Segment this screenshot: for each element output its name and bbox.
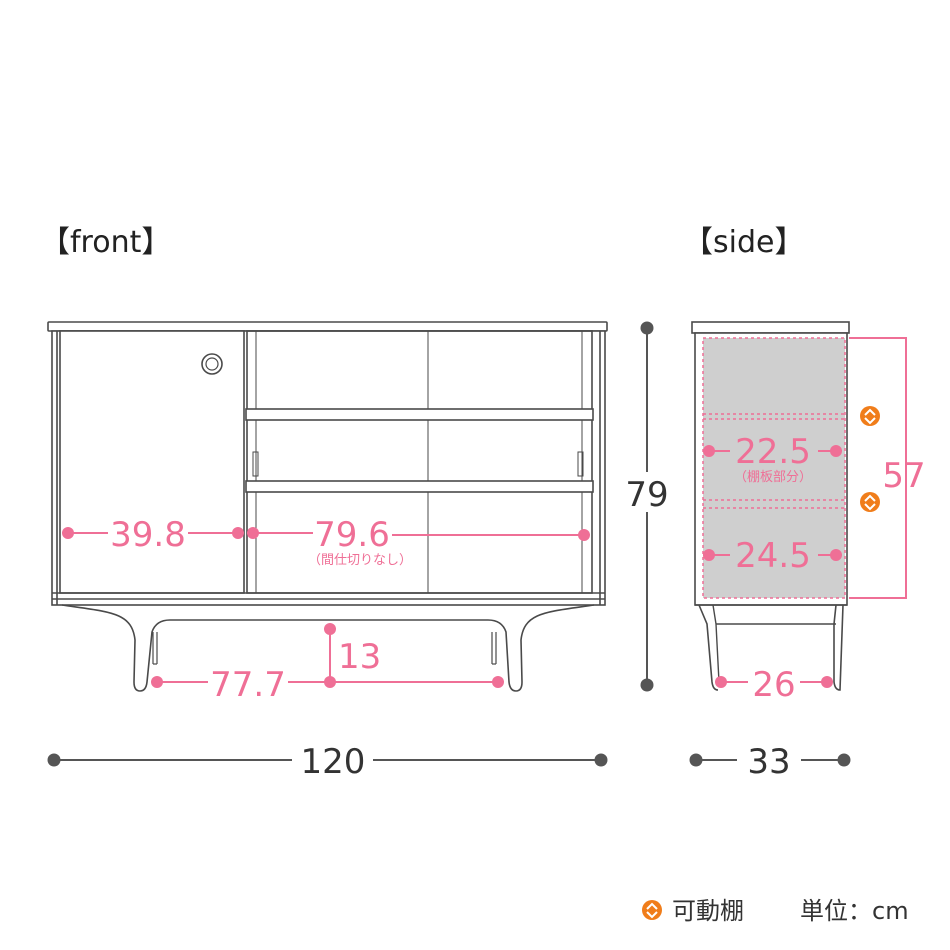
door-knob-icon (201, 353, 223, 375)
overall-depth-dimension: 33 (689, 742, 851, 782)
leg-span-value: 77.7 (210, 665, 286, 705)
door-width-value: 39.8 (110, 515, 186, 555)
shelf-height-dimension: 22.5 （棚板部分） (703, 432, 842, 485)
overall-width-dimension: 120 (47, 742, 608, 782)
open-width-value: 79.6 (314, 515, 390, 555)
leg-depth-value: 26 (752, 665, 795, 705)
movable-shelf-marker-upper-icon (860, 406, 880, 426)
shelf-height-note: （棚板部分） (734, 470, 812, 485)
side-height-value: 57 (882, 456, 925, 496)
legend-movable-shelf-icon (642, 900, 662, 920)
front-heading: 【front】 (40, 225, 171, 260)
front-cabinet (47, 321, 608, 692)
overall-height-value: 79 (625, 475, 668, 515)
legend-movable-shelf-label: 可動棚 (672, 897, 744, 925)
overall-depth-value: 33 (747, 742, 790, 782)
shelf-height-value: 22.5 (735, 432, 811, 472)
leg-depth-dimension: 26 (715, 665, 833, 705)
open-width-note: （間仕切りなし） (308, 553, 412, 568)
leg-span-dimension: 77.7 (151, 665, 504, 705)
leg-height-dimension: 13 (324, 623, 381, 682)
door-width-dimension: 39.8 (62, 515, 244, 555)
lower-height-value: 24.5 (735, 536, 811, 576)
movable-shelf-marker-lower-icon (860, 492, 880, 512)
lower-height-dimension: 24.5 (703, 536, 842, 576)
side-heading: 【side】 (683, 225, 804, 260)
side-height-dimension: 57 (849, 337, 926, 599)
leg-height-value: 13 (338, 637, 381, 677)
open-width-dimension: 79.6 （間仕切りなし） (247, 515, 590, 568)
overall-height-dimension: 79 (625, 321, 669, 692)
side-cabinet (691, 321, 850, 691)
legend-unit-label: 単位：cm (800, 897, 909, 925)
overall-width-value: 120 (301, 742, 366, 782)
